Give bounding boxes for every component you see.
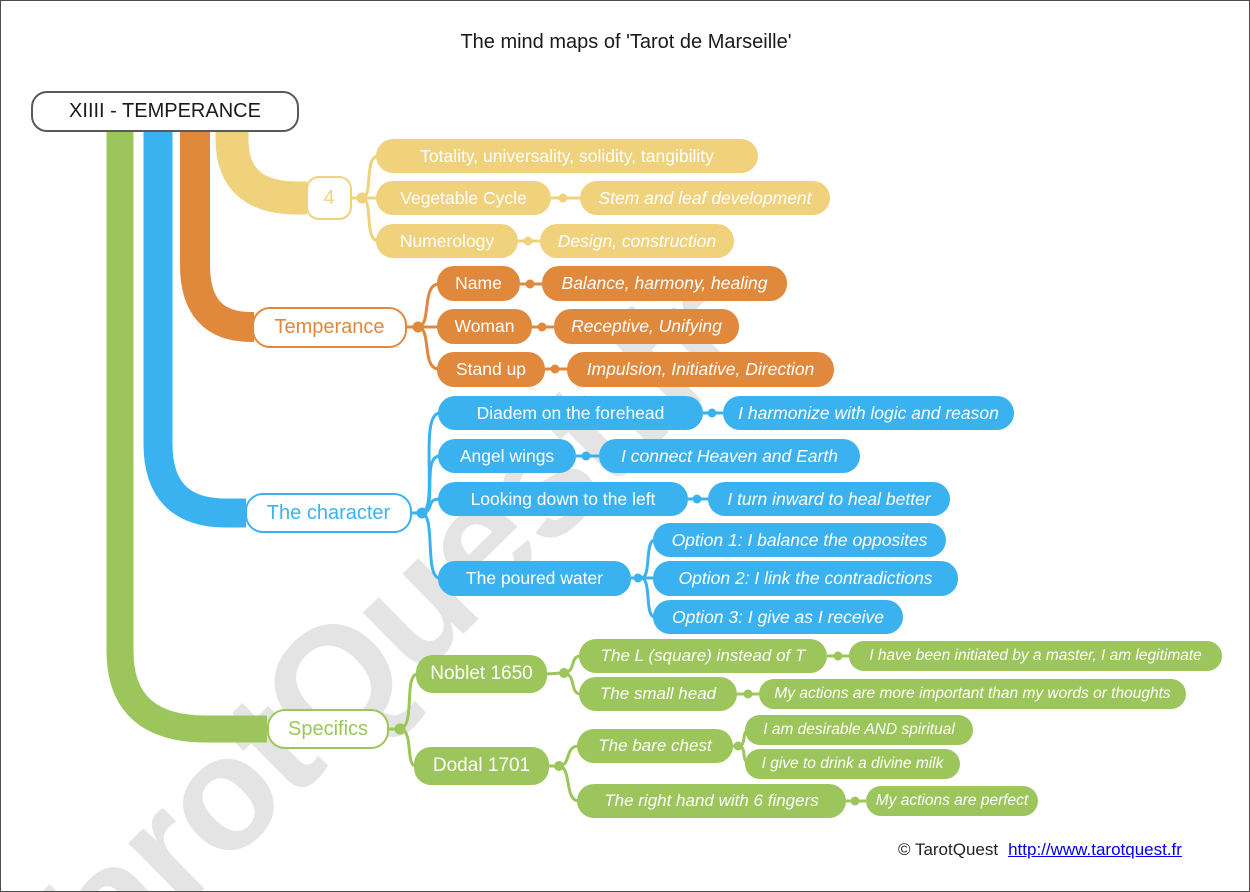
meaning-desirable-spiritual: I am desirable AND spiritual xyxy=(745,715,973,745)
node-right-hand-6-fingers: The right hand with 6 fingers xyxy=(577,784,846,818)
node-woman: Woman xyxy=(437,309,532,344)
node-temperance: Temperance xyxy=(252,307,407,348)
node-totality: Totality, universality, solidity, tangib… xyxy=(376,139,758,173)
node-specifics: Specifics xyxy=(267,709,389,749)
meaning-stem-leaf: Stem and leaf development xyxy=(580,181,830,215)
meaning-connect-heaven-earth: I connect Heaven and Earth xyxy=(599,439,860,473)
tarotquest-link[interactable]: http://www.tarotquest.fr xyxy=(1008,840,1182,859)
meaning-actions-perfect: My actions are perfect xyxy=(866,786,1038,816)
meaning-option-3: Option 3: I give as I receive xyxy=(653,600,903,634)
meaning-balance-harmony: Balance, harmony, healing xyxy=(542,266,787,301)
meaning-impulsion-initiative: Impulsion, Initiative, Direction xyxy=(567,352,834,387)
node-stand-up: Stand up xyxy=(437,352,545,387)
meaning-receptive-unifying: Receptive, Unifying xyxy=(554,309,739,344)
meaning-design-construction: Design, construction xyxy=(540,224,734,258)
node-small-head: The small head xyxy=(579,677,737,711)
meaning-harmonize-logic: I harmonize with logic and reason xyxy=(723,396,1014,430)
green-connectors xyxy=(389,651,866,806)
meaning-actions-important: My actions are more important than my wo… xyxy=(759,679,1186,709)
meaning-option-2: Option 2: I link the contradictions xyxy=(653,561,958,596)
node-looking-down: Looking down to the left xyxy=(438,482,688,516)
node-bare-chest: The bare chest xyxy=(577,729,733,763)
node-l-square: The L (square) instead of T xyxy=(579,639,827,673)
copyright-text: © TarotQuest xyxy=(898,840,999,859)
branch-ribbons xyxy=(106,132,307,743)
node-the-character: The character xyxy=(245,493,412,533)
page-title: The mind maps of 'Tarot de Marseille' xyxy=(460,31,792,53)
footer: © TarotQuest http://www.tarotquest.fr xyxy=(898,840,1182,860)
node-poured-water: The poured water xyxy=(438,561,631,596)
meaning-turn-inward: I turn inward to heal better xyxy=(708,482,950,516)
meaning-initiated-master: I have been initiated by a master, I am … xyxy=(849,641,1222,671)
yellow-connectors xyxy=(352,154,580,246)
node-numerology: Numerology xyxy=(376,224,518,258)
node-noblet-1650: Noblet 1650 xyxy=(416,655,547,693)
meaning-option-1: Option 1: I balance the opposites xyxy=(653,523,946,557)
orange-connectors xyxy=(407,279,567,374)
node-angel-wings: Angel wings xyxy=(438,439,576,473)
node-diadem: Diadem on the forehead xyxy=(438,396,703,430)
node-name: Name xyxy=(437,266,520,301)
blue-connectors xyxy=(412,408,723,619)
meaning-divine-milk: I give to drink a divine milk xyxy=(745,749,960,779)
root-node-temperance: XIIII - TEMPERANCE xyxy=(31,91,299,132)
node-four: 4 xyxy=(306,176,352,220)
node-vegetable-cycle: Vegetable Cycle xyxy=(376,181,551,215)
node-dodal-1701: Dodal 1701 xyxy=(414,747,549,785)
